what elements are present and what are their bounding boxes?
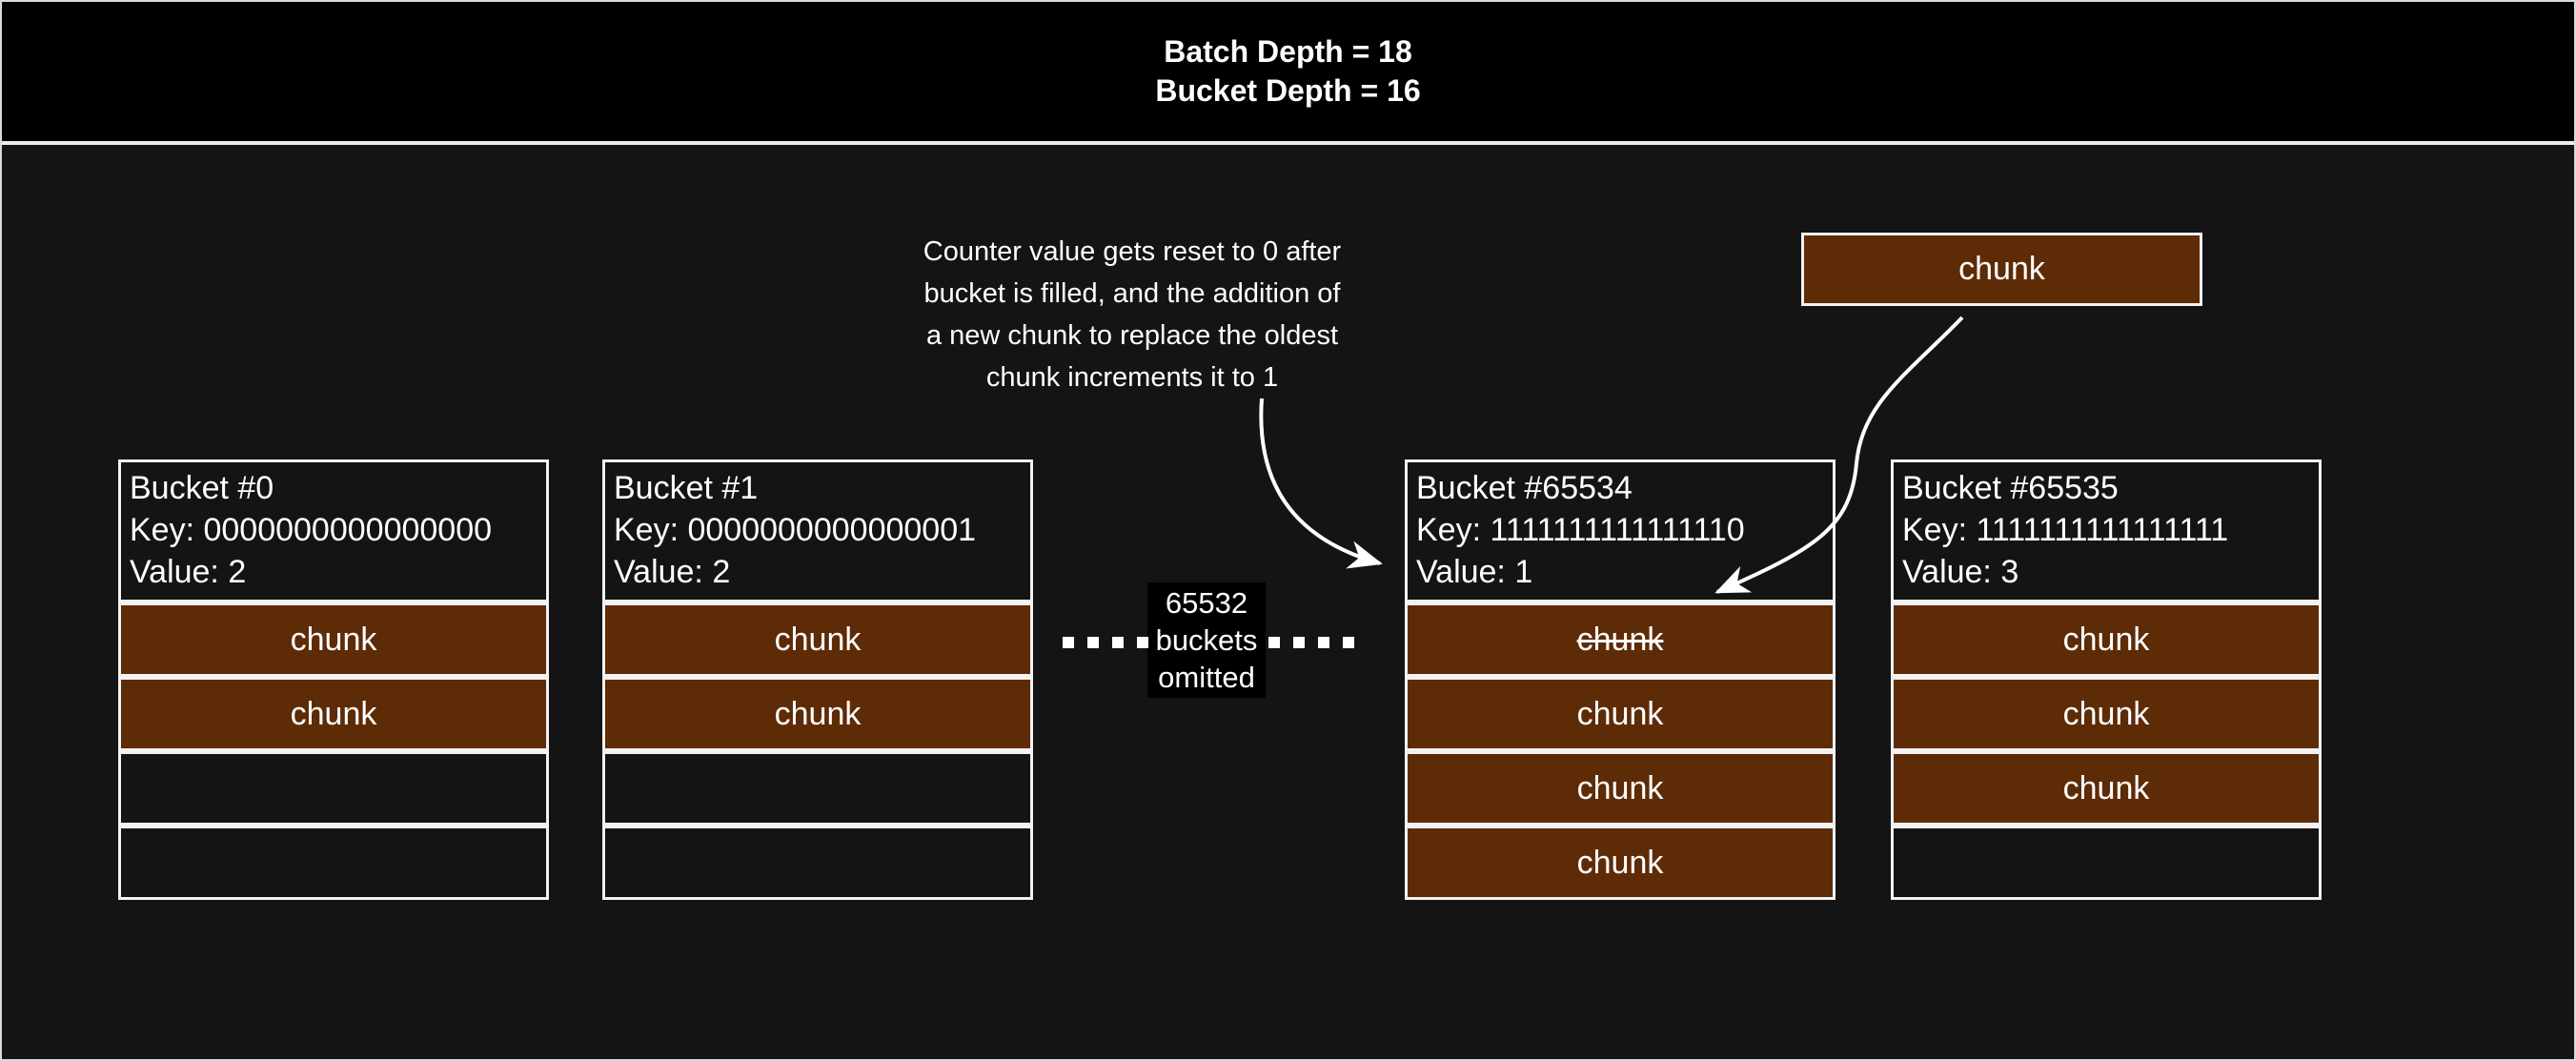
annotation-line: bucket is filled, and the addition of bbox=[923, 278, 1341, 309]
slot-label: chunk bbox=[774, 695, 862, 732]
omitted-buckets-note: 65532 buckets omitted bbox=[1147, 582, 1266, 698]
batch-depth-label: Batch Depth = 18 bbox=[1164, 34, 1412, 69]
slot-label: chunk bbox=[2062, 695, 2150, 732]
bucket-slot: chunk bbox=[1405, 751, 1836, 826]
bucket-value: Value: 1 bbox=[1416, 554, 1533, 590]
omitted-count: 65532 bbox=[1165, 586, 1248, 620]
bucket-slot-oldest-chunk: chunk bbox=[1405, 602, 1836, 677]
bucket-slot: chunk bbox=[602, 677, 1033, 751]
slot-label: chunk bbox=[1576, 769, 1664, 806]
slot-label: chunk bbox=[1576, 844, 1664, 881]
annotation-arrow bbox=[1259, 398, 1383, 569]
header-banner: Batch Depth = 18 Bucket Depth = 16 bbox=[2, 2, 2574, 145]
bucket-slot: chunk bbox=[1891, 751, 2322, 826]
bucket-slot bbox=[1891, 826, 2322, 900]
bucket-card-65535: Bucket #65535 Key: 1111111111111111 Valu… bbox=[1891, 459, 2322, 900]
bucket-card-65534: Bucket #65534 Key: 1111111111111110 Valu… bbox=[1405, 459, 1836, 900]
slot-label: chunk bbox=[290, 621, 377, 658]
bucket-slot: chunk bbox=[1405, 677, 1836, 751]
bucket-title: Bucket #65535 bbox=[1902, 470, 2119, 506]
annotation-line: chunk increments it to 1 bbox=[985, 362, 1279, 393]
slot-label: chunk bbox=[2062, 769, 2150, 806]
slot-label: chunk bbox=[290, 695, 377, 732]
bucket-slot bbox=[118, 826, 549, 900]
bucket-slot: chunk bbox=[118, 602, 549, 677]
bucket-header: Bucket #0 Key: 0000000000000000 Value: 2 bbox=[118, 459, 549, 602]
bucket-key: Key: 1111111111111111 bbox=[1902, 512, 2229, 548]
bucket-value: Value: 3 bbox=[1902, 554, 2019, 590]
bucket-value: Value: 2 bbox=[614, 554, 731, 590]
incoming-chunk-label: chunk bbox=[1958, 251, 2045, 287]
bucket-slot bbox=[602, 751, 1033, 826]
bucket-slot: chunk bbox=[1891, 602, 2322, 677]
annotation-line: Counter value gets reset to 0 after bbox=[923, 236, 1342, 267]
bucket-card-1: Bucket #1 Key: 0000000000000001 Value: 2… bbox=[602, 459, 1033, 900]
bucket-header: Bucket #65534 Key: 1111111111111110 Valu… bbox=[1405, 459, 1836, 602]
bucket-depth-label: Bucket Depth = 16 bbox=[1155, 73, 1421, 108]
slot-label: chunk bbox=[1576, 695, 1664, 732]
bucket-slot: chunk bbox=[118, 677, 549, 751]
bucket-key: Key: 0000000000000000 bbox=[130, 512, 493, 548]
slot-label: chunk bbox=[774, 621, 862, 658]
bucket-slot: chunk bbox=[1405, 826, 1836, 900]
incoming-chunk-box: chunk bbox=[1801, 233, 2202, 306]
omitted-word-buckets: buckets bbox=[1155, 623, 1258, 657]
bucket-value: Value: 2 bbox=[130, 554, 247, 590]
bucket-header: Bucket #65535 Key: 1111111111111111 Valu… bbox=[1891, 459, 2322, 602]
bucket-key: Key: 1111111111111110 bbox=[1416, 512, 1745, 548]
bucket-key: Key: 0000000000000001 bbox=[614, 512, 977, 548]
slot-label: chunk bbox=[2062, 621, 2150, 658]
bucket-title: Bucket #65534 bbox=[1416, 470, 1633, 506]
bucket-slot bbox=[602, 826, 1033, 900]
bucket-title: Bucket #1 bbox=[614, 470, 759, 506]
bucket-card-0: Bucket #0 Key: 0000000000000000 Value: 2… bbox=[118, 459, 549, 900]
bucket-slot: chunk bbox=[1891, 677, 2322, 751]
slot-label: chunk bbox=[1576, 621, 1664, 658]
annotation-line: a new chunk to replace the oldest bbox=[925, 320, 1339, 351]
bucket-slot bbox=[118, 751, 549, 826]
annotation-note: Counter value gets reset to 0 after buck… bbox=[923, 231, 1342, 398]
bucket-slot: chunk bbox=[602, 602, 1033, 677]
bucket-header: Bucket #1 Key: 0000000000000001 Value: 2 bbox=[602, 459, 1033, 602]
omitted-word-omitted: omitted bbox=[1158, 661, 1255, 694]
bucket-title: Bucket #0 bbox=[130, 470, 274, 506]
